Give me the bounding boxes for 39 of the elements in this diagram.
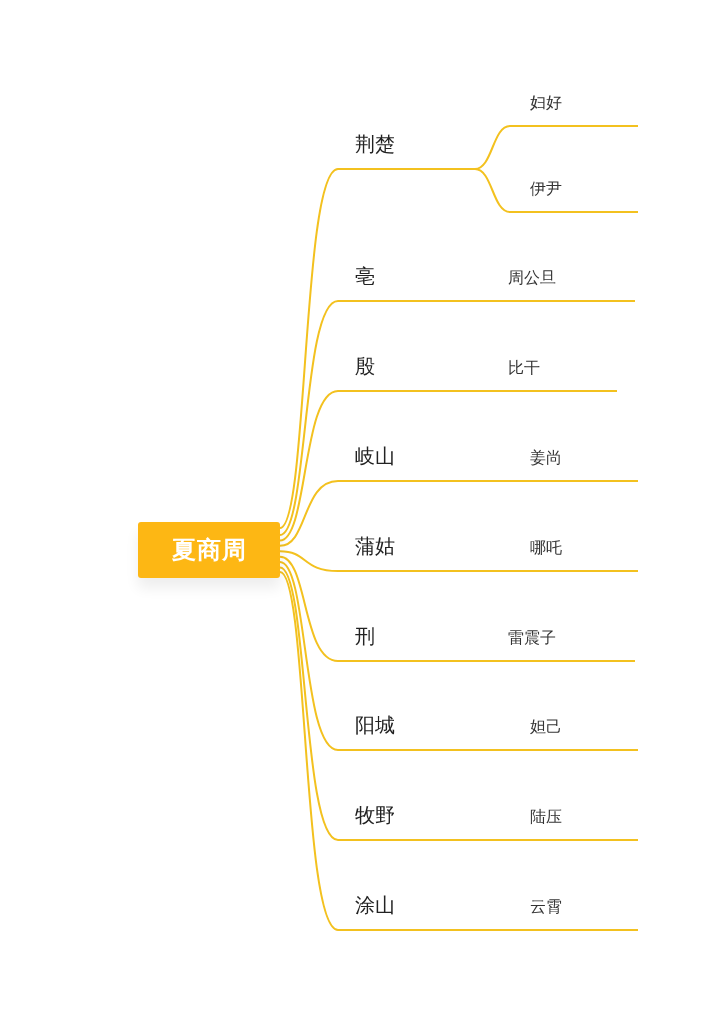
subtopic-text: 妇好 [530,95,562,111]
branch-line [459,570,469,572]
branch-line [279,555,339,662]
topic-text: 牧野 [355,805,395,825]
branch-line [459,749,469,751]
branch-line [459,929,469,931]
branch-line [279,300,339,537]
topic-text: 刑 [355,626,375,646]
subtopic-text: 比干 [508,360,540,376]
branch-line [279,566,339,841]
subtopic-text: 雷震子 [508,630,556,646]
topic-text: 阳城 [355,715,395,735]
subtopic-text: 陆压 [530,809,562,825]
branch-line [279,480,339,547]
subtopic-text: 姜尚 [530,450,562,466]
root-topic-box [138,522,280,578]
subtopic-text: 哪吒 [530,540,562,556]
branch-line [279,168,339,529]
topic-text: 蒲姑 [355,536,395,556]
branch-line [459,839,469,841]
branch-line [279,571,339,931]
branch-line [449,300,459,302]
branch-line [474,168,511,213]
topic-text: 殷 [355,356,375,376]
topic-text: 涂山 [355,895,395,915]
branch-line [449,660,459,662]
branch-line [459,480,469,482]
branch-line [449,390,459,392]
branch-line [279,550,339,572]
topic-text: 岐山 [355,446,395,466]
topic-text: 荆楚 [355,134,395,154]
branch-line [279,561,339,751]
topic-text: 亳 [355,266,375,286]
branch-line [279,390,339,542]
subtopic-text: 周公旦 [508,270,556,286]
subtopic-text: 伊尹 [530,181,562,197]
subtopic-text: 妲己 [530,719,562,735]
root-topic-text: 夏商周 [171,538,247,562]
subtopic-text: 云霄 [530,899,562,915]
